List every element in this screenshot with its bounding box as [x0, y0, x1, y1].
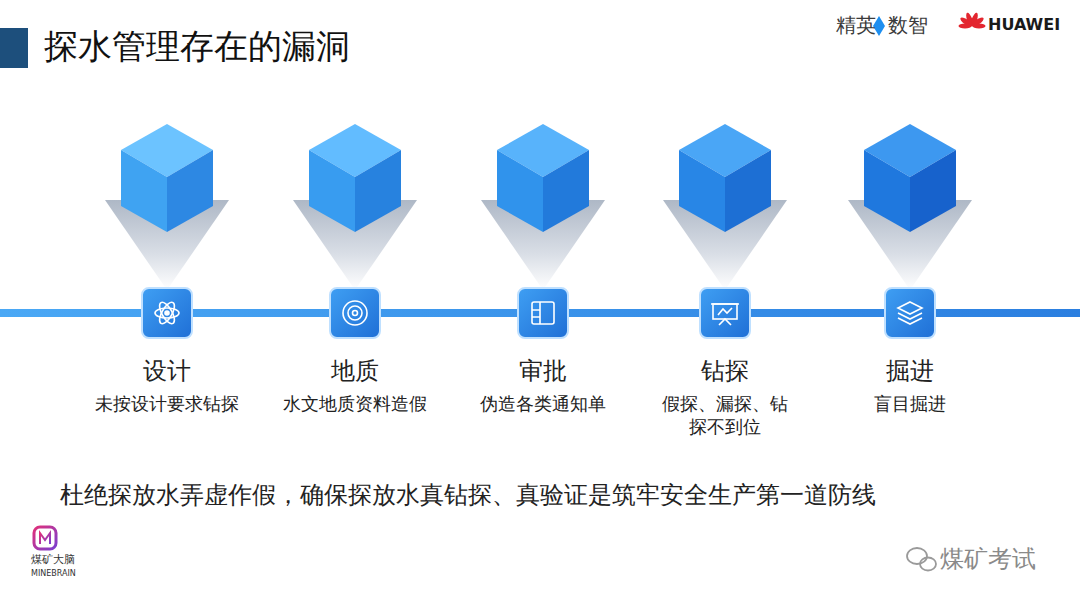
icon-square [330, 288, 380, 338]
title-bar [0, 28, 28, 68]
cube-face [121, 150, 167, 232]
cube-face [167, 150, 213, 232]
cube-face [309, 150, 355, 232]
page-title: 探水管理存在的漏洞 [44, 26, 350, 67]
stage-heading: 掘进 [874, 356, 946, 386]
stage-description: 伪造各类通知单 [480, 392, 606, 415]
stage-heading: 审批 [480, 356, 606, 386]
cube-face [543, 150, 589, 232]
cube-face [864, 150, 910, 232]
cube-face [497, 150, 543, 232]
stage-icon [343, 301, 367, 325]
stage-node: 设计未按设计要求钻探 [95, 356, 239, 415]
stage-node: 钻探假探、漏探、钻探不到位 [657, 356, 793, 439]
minebrain-icon [34, 527, 56, 549]
icon-square [518, 288, 568, 338]
stage-description: 盲目掘进 [874, 392, 946, 415]
stage-icon [155, 300, 179, 326]
stage-heading: 钻探 [657, 356, 793, 386]
cube-face [355, 150, 401, 232]
icon-square [885, 288, 935, 338]
logo-caption: MINEBRAIN [31, 569, 76, 579]
stage-graphic [293, 124, 417, 338]
stage-node: 地质水文地质资料造假 [283, 356, 427, 415]
stage-graphic [105, 124, 229, 338]
cube-face [725, 150, 771, 232]
logo-text: 精英 [836, 13, 876, 37]
stage-node: 审批伪造各类通知单 [480, 356, 606, 415]
minebrain-mark [40, 533, 50, 544]
stage-icon [898, 302, 922, 324]
caption: 杜绝探放水弄虚作假，确保探放水真钻探、真验证是筑牢安全生产第一道防线 [60, 480, 876, 511]
icon-square [142, 288, 192, 338]
stage-description: 假探、漏探、钻探不到位 [657, 392, 793, 439]
stage-description: 水文地质资料造假 [283, 392, 427, 415]
stage-graphic [481, 124, 605, 338]
stage-node: 掘进盲目掘进 [874, 356, 946, 415]
logo-text: 数智 [888, 13, 928, 37]
logo-text: HUAWEI [988, 15, 1060, 34]
logo-caption: 煤矿大脑 [31, 553, 75, 566]
cube-face [679, 150, 725, 232]
stage-icon [532, 302, 554, 324]
stage-description: 未按设计要求钻探 [95, 392, 239, 415]
stage-graphic [848, 124, 972, 338]
watermark: 煤矿考试 [940, 545, 1036, 574]
icon-square [700, 288, 750, 338]
stage-heading: 设计 [95, 356, 239, 386]
wechat-icon [907, 548, 936, 571]
stage-graphic [663, 124, 787, 338]
stage-icon [711, 304, 739, 325]
huawei-flower [959, 12, 986, 28]
stage-heading: 地质 [283, 356, 427, 386]
cube-face [910, 150, 956, 232]
